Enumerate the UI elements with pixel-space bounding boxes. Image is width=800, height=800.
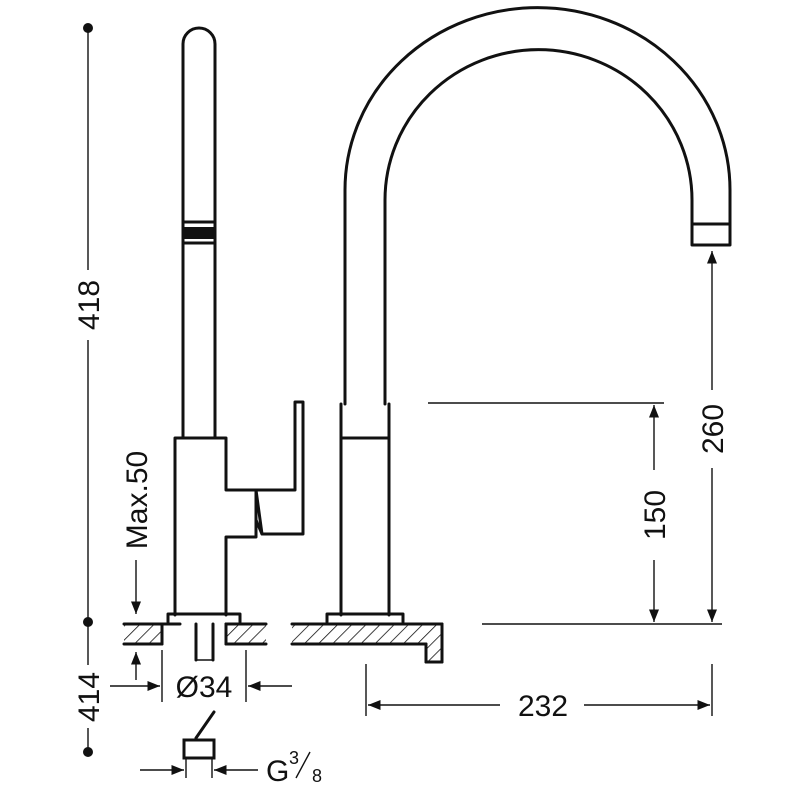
hose-connection: G 3 8 <box>140 710 322 788</box>
hose-fitting <box>182 738 216 760</box>
max-deck-thickness-label: Max.50 <box>121 451 154 549</box>
max-deck-thickness-dimension: Max.50 <box>121 451 154 680</box>
countertop-section <box>122 622 444 664</box>
thread-fraction-slash <box>295 751 311 779</box>
spout-reach-label: 232 <box>518 690 568 723</box>
base-plate-right <box>325 612 405 624</box>
faucet-body-front <box>339 436 391 617</box>
body-height-label: 150 <box>639 490 672 540</box>
outlet-height-dimension: 260 <box>697 251 730 622</box>
overall-height-label: 418 <box>73 280 106 330</box>
hole-diameter-label: Ø34 <box>176 671 233 704</box>
mounting-shank <box>194 622 215 662</box>
outlet-height-label: 260 <box>697 404 730 454</box>
overall-height-dimension: 418 <box>73 23 106 627</box>
lever-spout-side <box>181 26 217 440</box>
spout-ring-band <box>184 227 214 239</box>
dimension-point-bottom <box>83 747 93 757</box>
thread-sub-label: 8 <box>312 766 322 786</box>
below-deck-label: 414 <box>73 672 106 722</box>
mixer-handle <box>254 400 305 536</box>
swan-neck-spout <box>343 6 732 406</box>
mixer-body-side <box>173 436 258 617</box>
mixer-side-view <box>166 26 305 624</box>
base-plate-left <box>166 612 242 624</box>
thread-sup-label: 3 <box>289 748 299 768</box>
below-deck-dimension: 414 <box>73 622 106 757</box>
faucet-front-view <box>325 6 732 624</box>
hole-diameter-dimension: Ø34 <box>110 650 292 704</box>
body-height-dimension: 150 <box>428 402 722 625</box>
spout-reach-dimension: 232 <box>365 664 713 723</box>
thread-main-label: G <box>266 755 289 788</box>
spout-outlet <box>690 222 732 247</box>
